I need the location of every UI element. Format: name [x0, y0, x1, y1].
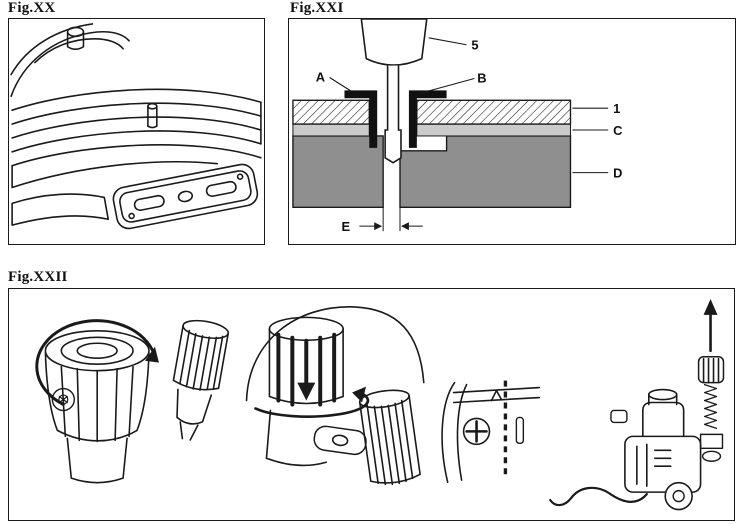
callout-5-label: 5: [471, 38, 478, 53]
router-bit-collet: [360, 19, 428, 164]
depth-rod-tool-view: [549, 298, 725, 511]
index-slot: [515, 416, 525, 445]
mounting-tab: [313, 425, 367, 456]
template-guide-cross-section-drawing: 5 A B 1 C D E: [292, 19, 622, 234]
ridged-collar: [358, 389, 421, 486]
callout-c-label: C: [613, 123, 622, 138]
circled-screw-icon: [51, 387, 75, 412]
template-guide-bushing: [344, 90, 447, 148]
callout-a-label: A: [316, 69, 325, 84]
figure-xxi-box: 5 A B 1 C D E: [288, 18, 736, 245]
template-layer-hatched: [292, 99, 572, 125]
figure-xxii-box: [8, 288, 735, 521]
threaded-rod: [703, 383, 718, 430]
dimension-e-lines: [359, 207, 423, 232]
locating-pin: [147, 102, 158, 129]
edge-guide-plate: [112, 163, 259, 230]
depth-screw-icon: [66, 26, 85, 51]
compact-router-body: [610, 388, 702, 493]
depth-knob-press-turn-view: [245, 306, 425, 467]
plate-corner: [11, 193, 110, 226]
alignment-mark-detail-view: [441, 380, 541, 483]
callout-e-label: E: [342, 219, 351, 234]
callout-1-label: 1: [613, 101, 620, 116]
motor-housing-outline: [10, 23, 130, 98]
thumb-knob-icon: [697, 355, 725, 384]
base-plate-rails: [11, 88, 262, 189]
adjustment-steps-drawing: [35, 298, 725, 511]
power-cord: [549, 486, 648, 507]
figure-xx-box: [8, 18, 265, 245]
phillips-screw-icon: [462, 417, 491, 446]
workpiece-d-section: [292, 135, 572, 209]
leader-lines: [329, 37, 609, 174]
turn-arrow-icon: [254, 391, 370, 418]
callout-b-label: B: [477, 70, 486, 85]
router-subbase-edge-guide-drawing: [10, 23, 262, 230]
knurled-knob-side: [172, 319, 230, 441]
layer-c-section: [292, 123, 571, 137]
cord-wrap-knob: [664, 481, 693, 511]
figure-xx-label: Fig.XX: [8, 0, 56, 16]
figure-xxii-label: Fig.XXII: [8, 269, 68, 285]
figure-xxi-label: Fig.XXI: [290, 0, 344, 16]
callout-d-label: D: [613, 166, 622, 181]
rotation-arrow-icon: [35, 319, 157, 406]
lock-knob-rotation-view: [35, 319, 159, 484]
